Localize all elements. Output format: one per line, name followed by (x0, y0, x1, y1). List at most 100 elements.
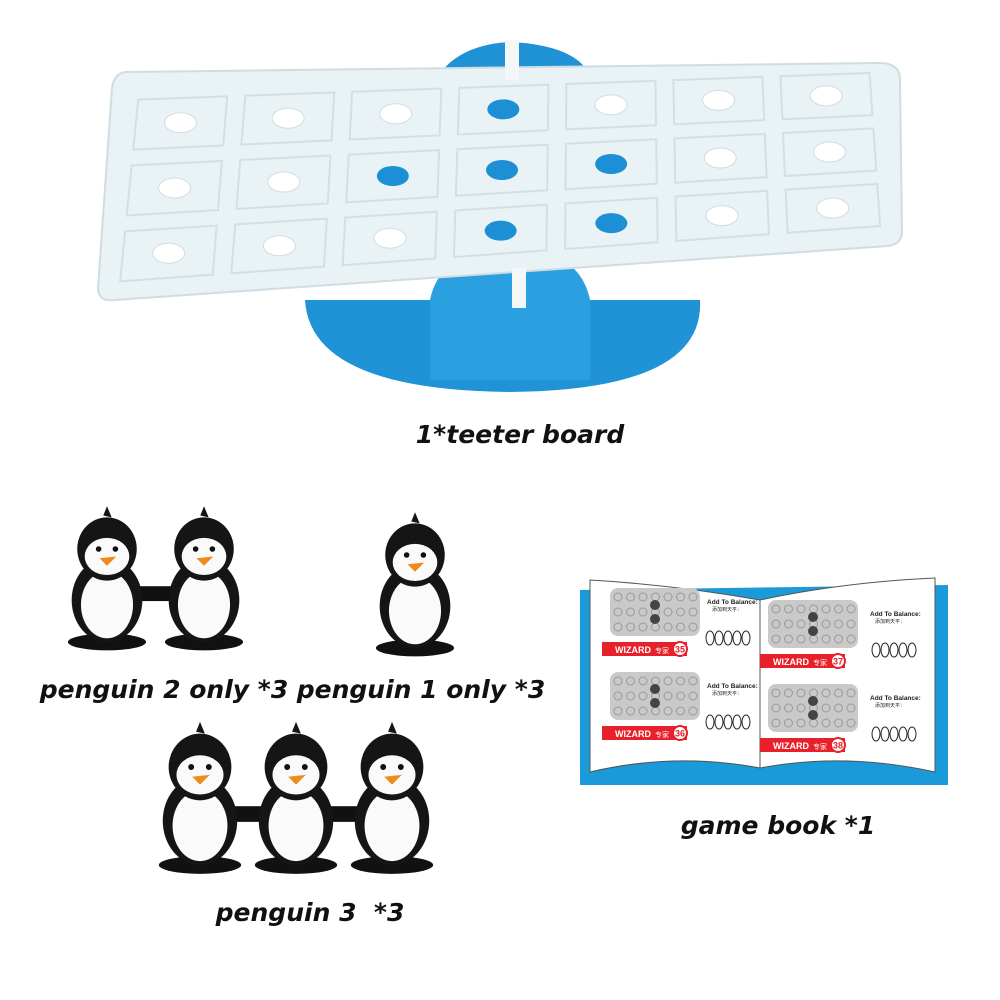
add-to-balance-heading: Add To Balance: (707, 683, 758, 690)
level-label: WIZARD (773, 741, 809, 751)
board-hole (809, 85, 843, 107)
penguin-tuft (292, 721, 301, 734)
penguin (375, 512, 455, 657)
board-cell (452, 203, 548, 259)
penguin-beak (192, 774, 210, 785)
mini-penguin (871, 642, 881, 658)
board-cell (779, 71, 874, 121)
puzzle-hole (663, 622, 673, 632)
board-hole (705, 205, 739, 227)
board-cell (235, 154, 332, 211)
board-cell (230, 217, 328, 275)
level-banner (760, 738, 845, 752)
center-peg-bottom (512, 268, 526, 308)
puzzle-hole (676, 592, 685, 602)
puzzle-hole (638, 607, 648, 617)
mini-penguin (880, 726, 890, 742)
puzzle-hole (688, 676, 698, 686)
penguin-eye (380, 764, 387, 770)
board-cell (565, 79, 658, 131)
puzzle-hole (676, 622, 685, 632)
board-hole-blue (595, 154, 628, 174)
penguin-belly (172, 790, 228, 862)
penguin-face (368, 755, 416, 795)
board-cell (125, 159, 224, 217)
puzzle-board (610, 672, 700, 720)
board-cell (672, 75, 766, 126)
puzzle-weight (808, 626, 818, 636)
mini-penguin (871, 726, 881, 742)
penguin-3-set (158, 721, 434, 874)
board-cell (564, 196, 659, 251)
board-cell (674, 189, 770, 242)
puzzle-hole (796, 634, 806, 644)
puzzle-weight (650, 684, 660, 694)
penguin-beak (288, 774, 306, 785)
board-hole (163, 112, 197, 134)
penguin (350, 721, 434, 874)
level-label: WIZARD (615, 645, 651, 655)
puzzle-hole (613, 691, 623, 701)
puzzle-hole (613, 607, 623, 617)
puzzle-hole (784, 619, 793, 629)
mini-penguin (741, 630, 751, 646)
board-cell (673, 132, 768, 184)
puzzle-hole (613, 592, 623, 602)
puzzle-hole (676, 676, 685, 686)
puzzle-hole (626, 607, 635, 617)
puzzle-weight (808, 696, 818, 706)
puzzle-hole (613, 676, 623, 686)
level-label: WIZARD (773, 657, 809, 667)
puzzle-hole (626, 691, 635, 701)
puzzle-hole (796, 604, 806, 614)
board-hole-blue (487, 99, 520, 120)
penguin-face (392, 543, 438, 582)
puzzle-hole (663, 607, 673, 617)
puzzle-hole (663, 592, 673, 602)
penguin-beak (99, 556, 117, 566)
mini-penguin (714, 714, 724, 730)
puzzle-hole (771, 604, 781, 614)
mini-penguin (889, 642, 899, 658)
penguin-eye (95, 546, 102, 552)
puzzle-number-badge (672, 641, 688, 657)
puzzle-hole (821, 604, 831, 614)
board-hole-blue (484, 220, 517, 241)
add-to-balance-subheading: 添加到天平： (875, 618, 905, 625)
board-cell (341, 210, 438, 267)
puzzle-hole (638, 622, 648, 632)
puzzle-hole (771, 634, 781, 644)
puzzle-hole (626, 676, 635, 686)
board-cell (781, 127, 878, 178)
penguin-stand (375, 639, 455, 657)
puzzle-hole (676, 607, 685, 617)
puzzle-weight (650, 600, 660, 610)
puzzle-hole (663, 691, 673, 701)
puzzle-hole (821, 688, 831, 698)
puzzle-hole (846, 604, 856, 614)
board-hole (267, 171, 301, 193)
mini-penguin (898, 642, 908, 658)
penguin-belly (268, 790, 324, 862)
board-cell (784, 182, 882, 234)
penguin-3-caption: penguin 3 *3 (215, 898, 405, 927)
penguin-eye (284, 764, 291, 770)
mini-penguin (723, 630, 733, 646)
penguin-eye (188, 764, 195, 770)
board-hole-blue (595, 213, 628, 234)
penguin-1-set (375, 512, 455, 657)
puzzle-hole (784, 634, 793, 644)
board-cell (456, 83, 550, 136)
board-cell (345, 149, 441, 204)
puzzle-number: 37 (833, 657, 843, 667)
level-label: WIZARD (615, 729, 651, 739)
puzzle-board (768, 684, 858, 732)
penguin-face (84, 537, 130, 576)
add-to-balance-heading: Add To Balance: (870, 611, 921, 618)
board-hole (152, 242, 186, 264)
mini-penguin (732, 630, 742, 646)
penguin (254, 721, 338, 874)
board-hole (594, 94, 628, 116)
puzzle-hole (688, 691, 698, 701)
